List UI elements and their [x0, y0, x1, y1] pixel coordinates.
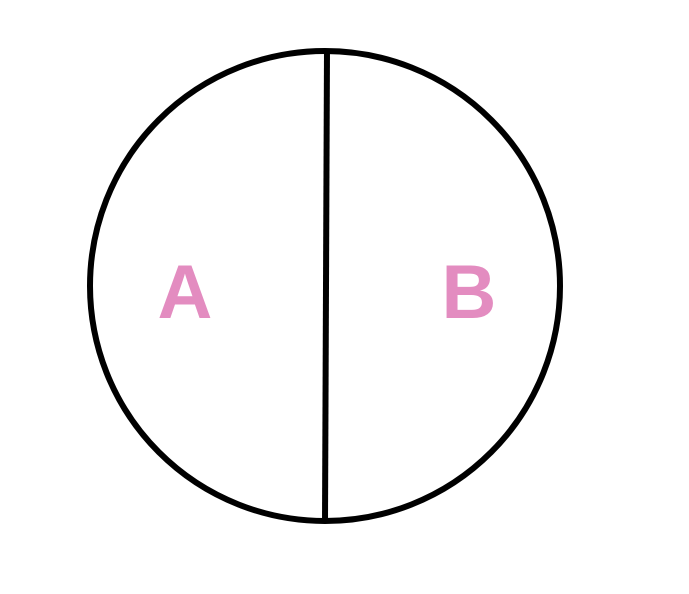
region-label-a: A	[158, 250, 213, 335]
region-label-b: B	[442, 250, 497, 335]
dividing-line	[322, 49, 330, 523]
